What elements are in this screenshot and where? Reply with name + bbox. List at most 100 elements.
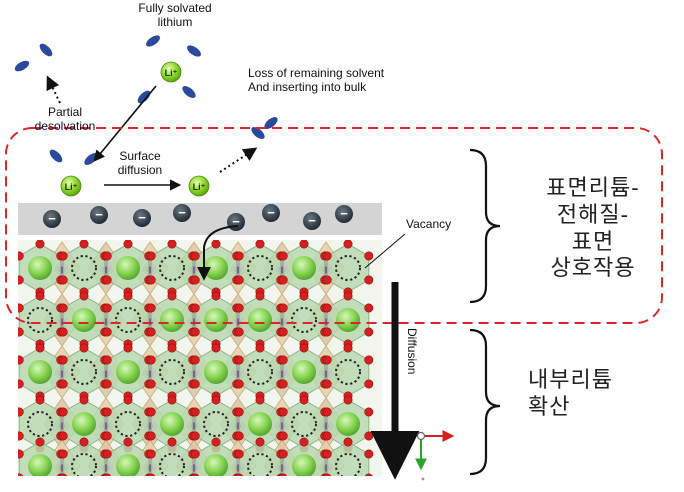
oxygen-atom bbox=[278, 327, 288, 337]
korean-line-5: 내부리튬 bbox=[528, 368, 613, 393]
vacancy-site bbox=[115, 411, 141, 437]
lattice-lithium bbox=[28, 454, 52, 476]
oxygen-atom bbox=[79, 343, 89, 353]
interface-region-dashed-box bbox=[5, 127, 663, 324]
oxygen-atom bbox=[58, 275, 68, 285]
vacancy-site bbox=[71, 255, 97, 281]
lattice-lithium bbox=[292, 256, 316, 280]
oxygen-atom bbox=[234, 355, 244, 365]
electron bbox=[173, 204, 191, 222]
lattice-lithium bbox=[204, 256, 228, 280]
vacancy-site bbox=[115, 307, 141, 333]
oxygen-atom bbox=[190, 449, 200, 459]
crystal-lattice bbox=[18, 240, 382, 476]
label-surface-line2: diffusion bbox=[117, 162, 163, 177]
oxygen-atom bbox=[167, 437, 177, 447]
oxygen-atom bbox=[322, 275, 332, 285]
korean-line-4: 상호작용 bbox=[550, 256, 636, 282]
axis-triad bbox=[415, 430, 455, 481]
oxygen-atom bbox=[102, 449, 112, 459]
oxygen-atom bbox=[278, 431, 288, 441]
lattice-lithium bbox=[28, 256, 52, 280]
oxygen-atom bbox=[299, 437, 309, 447]
oxygen-atom bbox=[322, 355, 332, 365]
oxygen-atom bbox=[58, 431, 68, 441]
oxygen-atom bbox=[79, 437, 89, 447]
surface-electrons: −−−−−−−− bbox=[43, 204, 353, 231]
electron-sign: − bbox=[138, 210, 146, 225]
label-loss-line2: And inserting into bulk bbox=[248, 79, 367, 94]
oxygen-atom bbox=[146, 431, 156, 441]
electron bbox=[43, 210, 61, 228]
oxygen-atom bbox=[35, 437, 45, 447]
oxygen-atom bbox=[322, 251, 332, 261]
oxygen-atom bbox=[234, 275, 244, 285]
oxygen-atom bbox=[18, 275, 24, 285]
solvent-molecule bbox=[49, 149, 63, 163]
oxygen-atom bbox=[211, 395, 221, 405]
lattice-lithium bbox=[248, 308, 272, 332]
oxygen-atom bbox=[278, 379, 288, 389]
solvent-molecule bbox=[182, 86, 196, 98]
korean-line-1: 표면리튬- bbox=[546, 176, 640, 201]
oxygen-atom bbox=[343, 437, 353, 447]
oxygen-atom bbox=[167, 395, 177, 405]
oxygen-atom bbox=[146, 379, 156, 389]
oxygen-atom bbox=[102, 303, 112, 313]
oxygen-atom bbox=[299, 240, 309, 249]
oxygen-atom bbox=[18, 473, 24, 476]
oxygen-atom bbox=[278, 449, 288, 459]
solvent-molecule bbox=[137, 90, 151, 104]
oxygen-atom bbox=[146, 355, 156, 365]
oxygen-atom bbox=[255, 395, 265, 405]
oxygen-atom bbox=[79, 395, 89, 405]
oxygen-atom bbox=[35, 291, 45, 301]
label-diffusion: Diffusion bbox=[404, 328, 419, 375]
oxygen-atom bbox=[190, 327, 200, 337]
solvent-molecule bbox=[187, 45, 201, 57]
electron-sign: − bbox=[340, 206, 348, 221]
vacancy-site bbox=[203, 411, 229, 437]
oxygen-atom bbox=[146, 251, 156, 261]
oxygen-atom bbox=[343, 291, 353, 301]
electron bbox=[90, 206, 108, 224]
oxygen-atom bbox=[190, 251, 200, 261]
vacancy-site bbox=[159, 359, 185, 385]
lithium-ion bbox=[60, 175, 82, 197]
oxygen-atom bbox=[146, 449, 156, 459]
oxygen-atom bbox=[35, 343, 45, 353]
oxygen-atom bbox=[59, 473, 68, 476]
label-partial-line2: desolvation bbox=[34, 118, 96, 133]
label-vacancy: Vacancy bbox=[406, 217, 452, 231]
oxygen-atom bbox=[102, 407, 112, 417]
lattice-lithium bbox=[160, 308, 184, 332]
oxygen-atom bbox=[322, 449, 332, 459]
arrow-loss-dotted bbox=[219, 147, 258, 173]
vacancy-site bbox=[247, 255, 273, 281]
vacancy-site bbox=[71, 359, 97, 385]
vacancy-site bbox=[335, 453, 361, 476]
oxygen-atom bbox=[18, 251, 24, 261]
oxygen-atom bbox=[255, 291, 265, 301]
oxygen-atom bbox=[18, 327, 24, 337]
vacancy-site bbox=[291, 411, 317, 437]
oxygen-atom bbox=[18, 449, 24, 459]
oxygen-atom bbox=[191, 473, 200, 476]
oxygen-atom bbox=[35, 395, 45, 405]
oxygen-atom bbox=[211, 240, 221, 249]
oxygen-atom bbox=[234, 449, 244, 459]
label-loss-line1: Loss of remaining solvent bbox=[248, 66, 385, 80]
label-partial-desolvation: Partial desolvation bbox=[32, 105, 98, 134]
solvent-molecule bbox=[84, 153, 98, 165]
oxygen-atom bbox=[322, 431, 332, 441]
vacancy-site bbox=[71, 453, 97, 476]
oxygen-atom bbox=[364, 407, 374, 417]
lattice-lithium bbox=[72, 412, 96, 436]
oxygen-atom bbox=[123, 291, 133, 301]
oxygen-atom bbox=[234, 327, 244, 337]
oxygen-atom bbox=[79, 240, 89, 249]
oxygen-atom bbox=[343, 240, 353, 249]
oxygen-atom bbox=[18, 303, 24, 313]
vacancy-site bbox=[27, 411, 53, 437]
